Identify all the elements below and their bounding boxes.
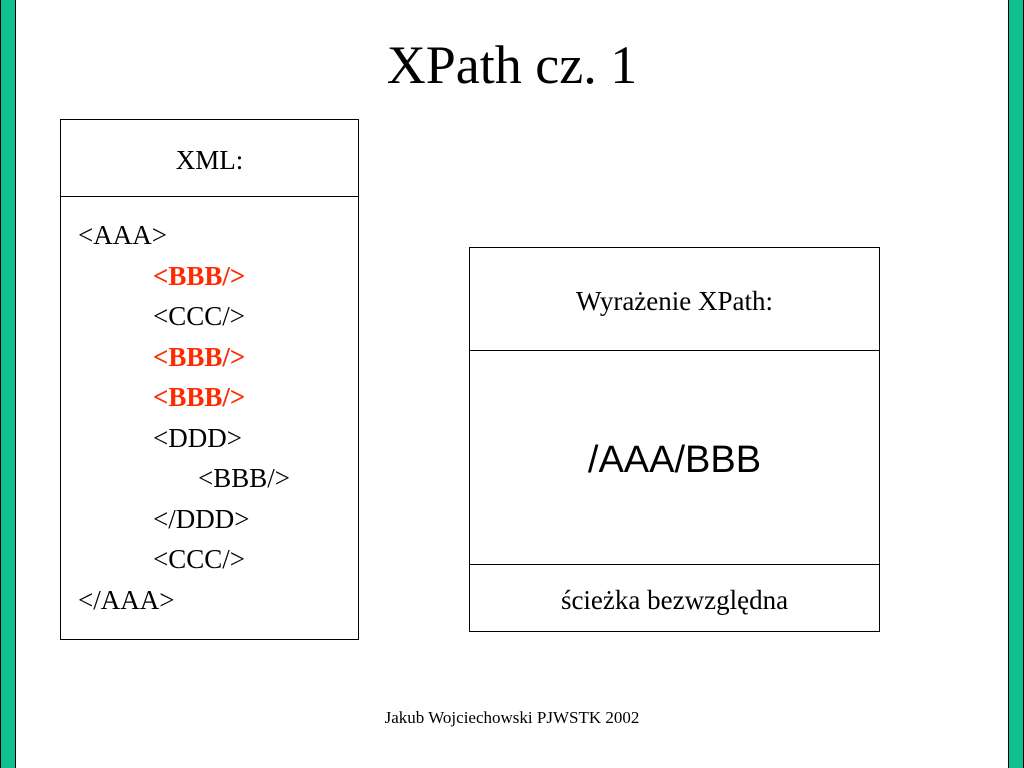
xml-code-lines: <AAA> <BBB/> <CCC/> <BBB/> <BBB/> <DDD> …: [61, 197, 358, 620]
xml-panel-header: XML:: [61, 120, 358, 197]
xpath-panel: Wyrażenie XPath: /AAA/BBB ścieżka bezwzg…: [469, 247, 880, 632]
xpath-panel-header: Wyrażenie XPath:: [470, 248, 879, 351]
left-side-bar: [0, 0, 16, 768]
xml-line: <BBB/>: [153, 260, 246, 291]
right-side-bar: [1008, 0, 1024, 768]
xml-panel: XML: <AAA> <BBB/> <CCC/> <BBB/> <BBB/> <…: [60, 119, 359, 640]
xml-line: <BBB/>: [198, 463, 290, 493]
xml-line: <BBB/>: [153, 382, 246, 412]
slide-title: XPath cz. 1: [386, 35, 638, 95]
xpath-expression: /AAA/BBB: [470, 351, 879, 565]
xml-line: <AAA>: [78, 220, 167, 250]
xml-line: <CCC/>: [153, 544, 245, 574]
slide-footer: Jakub Wojciechowski PJWSTK 2002: [384, 708, 640, 727]
xml-line: <BBB/>: [153, 341, 246, 372]
xml-line: <CCC/>: [153, 301, 245, 331]
xml-line: <DDD>: [153, 422, 242, 453]
xml-line: </DDD>: [153, 503, 250, 534]
xpath-description: ścieżka bezwzględna: [560, 585, 789, 615]
xml-line: </AAA>: [78, 584, 175, 615]
